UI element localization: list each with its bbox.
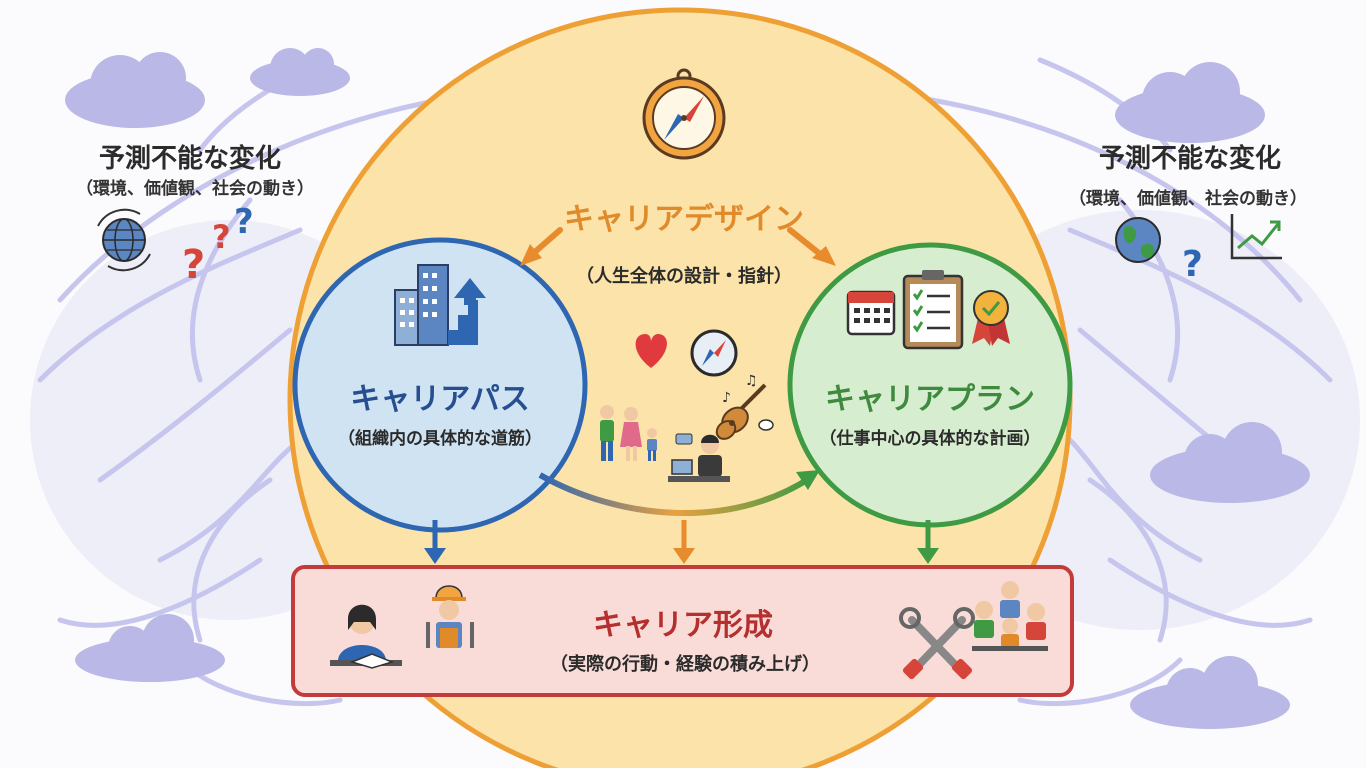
guitar-icon: ♪ ♫ bbox=[715, 373, 774, 440]
trend-chart-icon bbox=[1230, 214, 1282, 260]
tools-icon bbox=[899, 607, 975, 680]
cloud-bottom-left bbox=[75, 614, 225, 682]
left-note-title: 予測不能な変化 bbox=[98, 144, 281, 174]
svg-text:♫: ♫ bbox=[745, 373, 758, 389]
path-to-plan-curve-arrow bbox=[538, 472, 812, 516]
career-formation-subtitle: （実際の行動・経験の積み上げ） bbox=[550, 654, 820, 675]
family-icon bbox=[600, 405, 657, 461]
cloud-top-left-small bbox=[250, 48, 350, 96]
small-compass-icon bbox=[690, 329, 738, 377]
career-path-circle bbox=[292, 237, 588, 533]
cloud-top-left bbox=[65, 52, 205, 128]
globe-icon bbox=[97, 208, 151, 272]
checklist-icon bbox=[902, 270, 964, 350]
cloud-top-right bbox=[1115, 62, 1265, 143]
svg-text:♪: ♪ bbox=[722, 390, 731, 406]
heart-icon bbox=[635, 334, 667, 368]
down-arrows bbox=[424, 520, 939, 564]
calendar-icon bbox=[846, 290, 896, 336]
career-formation-box bbox=[291, 565, 1074, 697]
career-path-title: キャリアパス bbox=[350, 382, 530, 417]
career-design-subtitle: （人生全体の設計・指針） bbox=[576, 266, 792, 287]
right-note-title: 予測不能な変化 bbox=[1098, 144, 1281, 174]
cloud-bottom-right bbox=[1130, 656, 1290, 729]
clouds bbox=[65, 48, 1310, 729]
student-studying-icon bbox=[330, 604, 402, 669]
career-design-title: キャリアデザイン bbox=[564, 202, 804, 237]
question-mark-icon: ? bbox=[234, 202, 254, 242]
left-note-subtitle: （環境、価値観、社会の動き） bbox=[76, 179, 314, 199]
person-laptop-icon bbox=[668, 433, 730, 482]
award-ribbon-icon bbox=[972, 290, 1010, 346]
earth-icon bbox=[1115, 217, 1161, 263]
cloud-mid-right bbox=[1150, 422, 1310, 503]
career-plan-subtitle: （仕事中心の具体的な計画） bbox=[819, 429, 1041, 449]
compass-icon bbox=[642, 68, 726, 160]
question-mark-icon: ? bbox=[212, 218, 231, 256]
design-arrows bbox=[520, 227, 836, 266]
question-mark-icon: ? bbox=[182, 242, 206, 288]
buildings-stairs-icon bbox=[394, 264, 486, 346]
team-meeting-icon bbox=[972, 581, 1048, 651]
career-formation-title: キャリア形成 bbox=[593, 608, 773, 643]
career-plan-title: キャリアプラン bbox=[825, 382, 1035, 417]
career-path-subtitle: （組織内の具体的な道筋） bbox=[338, 429, 542, 449]
worker-icon bbox=[426, 585, 474, 648]
right-note-subtitle: （環境、価値観、社会の動き） bbox=[1069, 189, 1307, 209]
curve-arrowhead bbox=[796, 470, 820, 490]
question-mark-icon: ? bbox=[1182, 244, 1203, 285]
